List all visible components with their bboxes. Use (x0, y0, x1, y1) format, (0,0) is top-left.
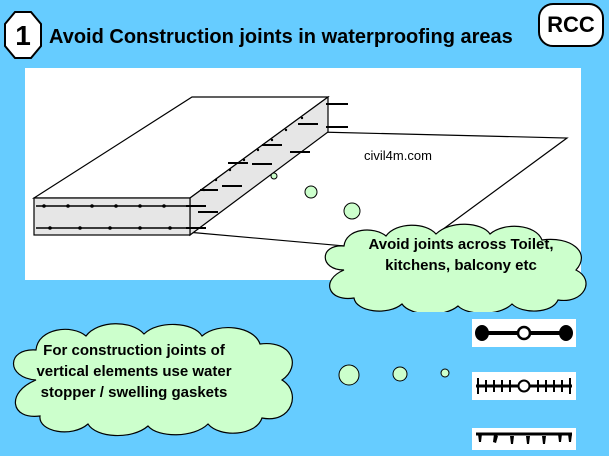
slide-number-badge-icon (4, 11, 42, 59)
bubble-large (338, 364, 360, 386)
joints-callout-text: Avoid joints across Toilet, kitchens, ba… (368, 236, 554, 274)
vertical-elements-cloud-callout (12, 323, 293, 437)
bubble-small (270, 172, 278, 180)
bubble-small (440, 368, 450, 378)
joints-cloud-callout (324, 223, 587, 312)
slide-number: 1 (15, 20, 31, 51)
bubble-large (343, 202, 361, 220)
rcc-badge-icon (538, 3, 604, 47)
vertical-elements-callout-text: For construction joints of vertical elem… (36, 342, 232, 401)
rcc-tag: RCC (547, 12, 595, 37)
watermark: civil4m.com (364, 148, 432, 163)
beam-end-face (33, 197, 191, 236)
bubble-medium (304, 185, 318, 199)
ribbed-water-stopper-icon (472, 372, 576, 400)
slide-title: Avoid Construction joints in waterproofi… (49, 26, 513, 48)
gasket-icon (472, 428, 576, 450)
bubble-medium (392, 366, 408, 382)
water-stopper-icon (472, 319, 576, 347)
